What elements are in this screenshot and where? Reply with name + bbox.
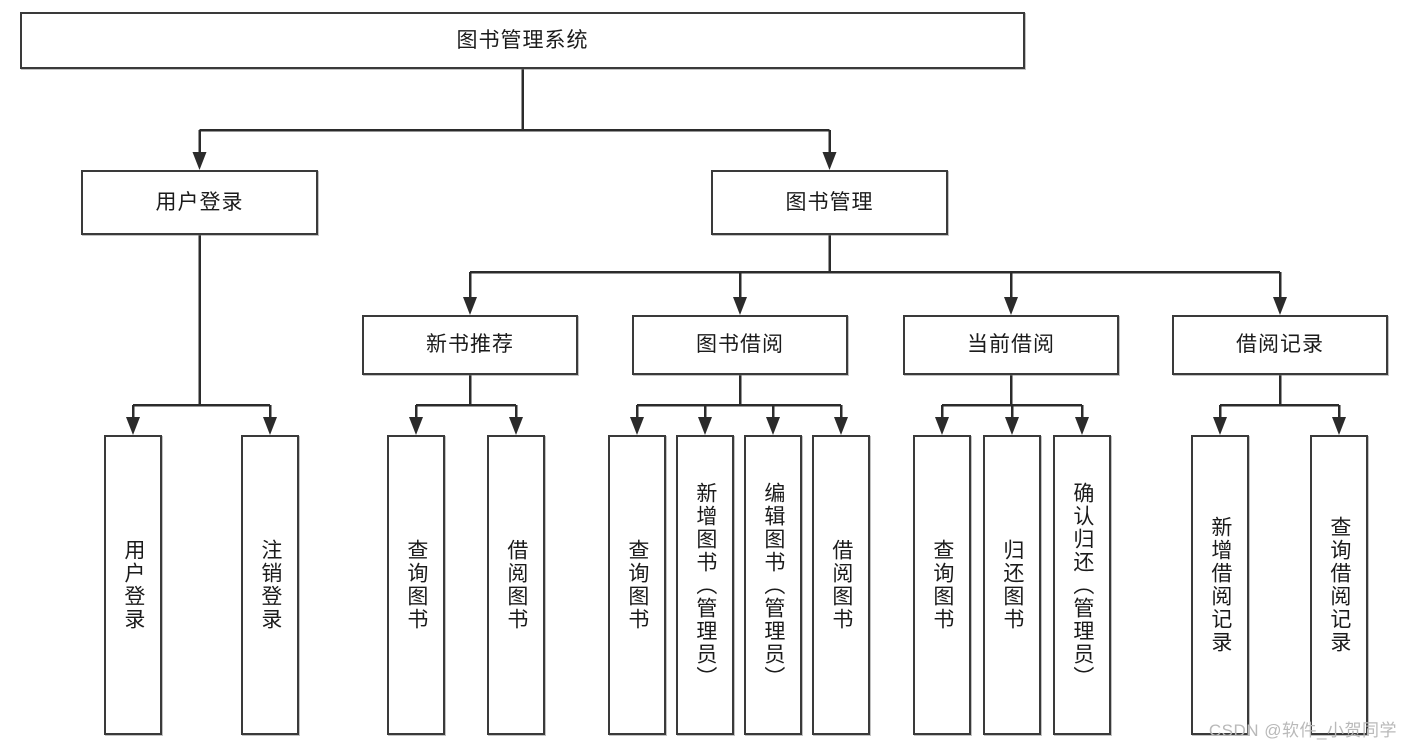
leaf-query-book-current[interactable]: 查询图书 [913, 435, 971, 735]
node-current-borrow-label: 当前借阅 [967, 333, 1055, 357]
leaf-query-book-borrow-label: 查询图书 [625, 539, 649, 631]
node-book-manage-label: 图书管理 [785, 190, 874, 214]
csdn-watermark: CSDN @软件_小贺同学 [1208, 721, 1397, 740]
node-borrow-record-label: 借阅记录 [1236, 333, 1324, 357]
node-user-login[interactable]: 用户登录 [81, 170, 318, 235]
leaf-borrow-book[interactable]: 借阅图书 [812, 435, 870, 735]
leaf-edit-book-admin-label: 编辑图书（管理员） [761, 481, 785, 689]
leaf-user-login[interactable]: 用户登录 [104, 435, 162, 735]
leaf-query-book-borrow[interactable]: 查询图书 [608, 435, 666, 735]
leaf-add-book-admin[interactable]: 新增图书（管理员） [676, 435, 734, 735]
node-book-manage[interactable]: 图书管理 [711, 170, 948, 235]
node-borrow-record[interactable]: 借阅记录 [1172, 315, 1388, 375]
node-book-borrow[interactable]: 图书借阅 [632, 315, 848, 375]
leaf-query-book-recommend[interactable]: 查询图书 [387, 435, 445, 735]
leaf-borrow-book-label: 借阅图书 [829, 539, 853, 631]
node-root-label: 图书管理系统 [456, 28, 589, 52]
leaf-logout[interactable]: 注销登录 [241, 435, 299, 735]
leaf-return-book-label: 归还图书 [1000, 539, 1024, 631]
leaf-add-borrow-record[interactable]: 新增借阅记录 [1191, 435, 1249, 735]
leaf-user-login-label: 用户登录 [121, 539, 145, 631]
node-current-borrow[interactable]: 当前借阅 [903, 315, 1119, 375]
leaf-logout-label: 注销登录 [258, 539, 282, 631]
leaf-borrow-book-recommend[interactable]: 借阅图书 [487, 435, 545, 735]
leaf-query-borrow-record[interactable]: 查询借阅记录 [1310, 435, 1368, 735]
node-new-book-recommend-label: 新书推荐 [426, 333, 514, 357]
node-root[interactable]: 图书管理系统 [20, 12, 1025, 69]
leaf-borrow-book-recommend-label: 借阅图书 [504, 539, 528, 631]
leaf-edit-book-admin[interactable]: 编辑图书（管理员） [744, 435, 802, 735]
leaf-query-book-recommend-label: 查询图书 [404, 539, 428, 631]
leaf-add-book-admin-label: 新增图书（管理员） [693, 481, 717, 689]
leaf-confirm-return-admin-label: 确认归还（管理员） [1070, 481, 1094, 689]
leaf-confirm-return-admin[interactable]: 确认归还（管理员） [1053, 435, 1111, 735]
leaf-return-book[interactable]: 归还图书 [983, 435, 1041, 735]
node-user-login-label: 用户登录 [155, 190, 244, 214]
leaf-query-book-current-label: 查询图书 [930, 539, 954, 631]
node-book-borrow-label: 图书借阅 [696, 333, 784, 357]
node-new-book-recommend[interactable]: 新书推荐 [362, 315, 578, 375]
leaf-query-borrow-record-label: 查询借阅记录 [1327, 516, 1351, 654]
leaf-add-borrow-record-label: 新增借阅记录 [1208, 516, 1232, 654]
